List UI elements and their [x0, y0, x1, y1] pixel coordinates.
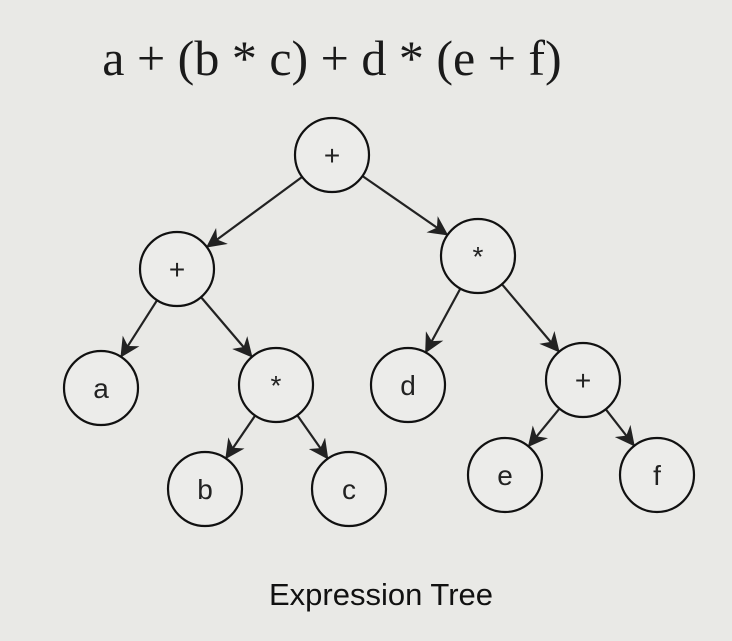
- tree-node-right-plus: +: [544, 341, 622, 419]
- node-label: +: [169, 254, 185, 285]
- tree-edges: [120, 175, 635, 460]
- edge-left-plus-to-mid-mult: [200, 296, 253, 358]
- tree-node-leaf-a: a: [62, 349, 140, 427]
- tree-node-leaf-d: d: [369, 346, 447, 424]
- node-label: b: [197, 474, 213, 505]
- tree-node-leaf-b: b: [166, 450, 244, 528]
- tree-node-right-mult: *: [439, 217, 517, 295]
- node-label: f: [653, 460, 661, 491]
- edge-root-to-left-plus: [206, 176, 303, 248]
- edge-mid-mult-to-leaf-c: [296, 414, 329, 460]
- node-circle: [439, 217, 517, 295]
- node-circle: [466, 436, 544, 514]
- diagram-caption: Expression Tree: [269, 577, 493, 612]
- node-label: *: [271, 370, 282, 401]
- node-circle: [293, 116, 371, 194]
- edge-mid-mult-to-leaf-b: [225, 414, 257, 460]
- node-circle: [369, 346, 447, 424]
- node-circle: [618, 436, 696, 514]
- node-label: *: [473, 241, 484, 272]
- node-label: c: [342, 474, 356, 505]
- node-circle: [62, 349, 140, 427]
- edge-right-mult-to-right-plus: [501, 283, 560, 353]
- tree-node-left-plus: +: [138, 230, 216, 308]
- node-circle: [544, 341, 622, 419]
- edge-left-plus-to-leaf-a: [120, 299, 159, 358]
- node-circle: [138, 230, 216, 308]
- expression-title: a + (b * c) + d * (e + f): [102, 30, 561, 86]
- tree-nodes: + + * a * d + b c e f: [62, 116, 696, 528]
- node-circle: [166, 450, 244, 528]
- tree-node-root: +: [293, 116, 371, 194]
- node-label: d: [400, 370, 416, 401]
- edge-right-plus-to-leaf-e: [527, 407, 561, 448]
- node-circle: [310, 450, 388, 528]
- edge-right-mult-to-leaf-d: [425, 287, 462, 354]
- node-label: +: [575, 365, 591, 396]
- edge-root-to-right-mult: [361, 175, 449, 236]
- node-label: +: [324, 140, 340, 171]
- node-label: a: [93, 373, 109, 404]
- tree-node-leaf-f: f: [618, 436, 696, 514]
- node-label: e: [497, 460, 513, 491]
- node-circle: [237, 346, 315, 424]
- tree-node-mid-mult: *: [237, 346, 315, 424]
- tree-node-leaf-e: e: [466, 436, 544, 514]
- edge-right-plus-to-leaf-f: [604, 408, 635, 447]
- tree-node-leaf-c: c: [310, 450, 388, 528]
